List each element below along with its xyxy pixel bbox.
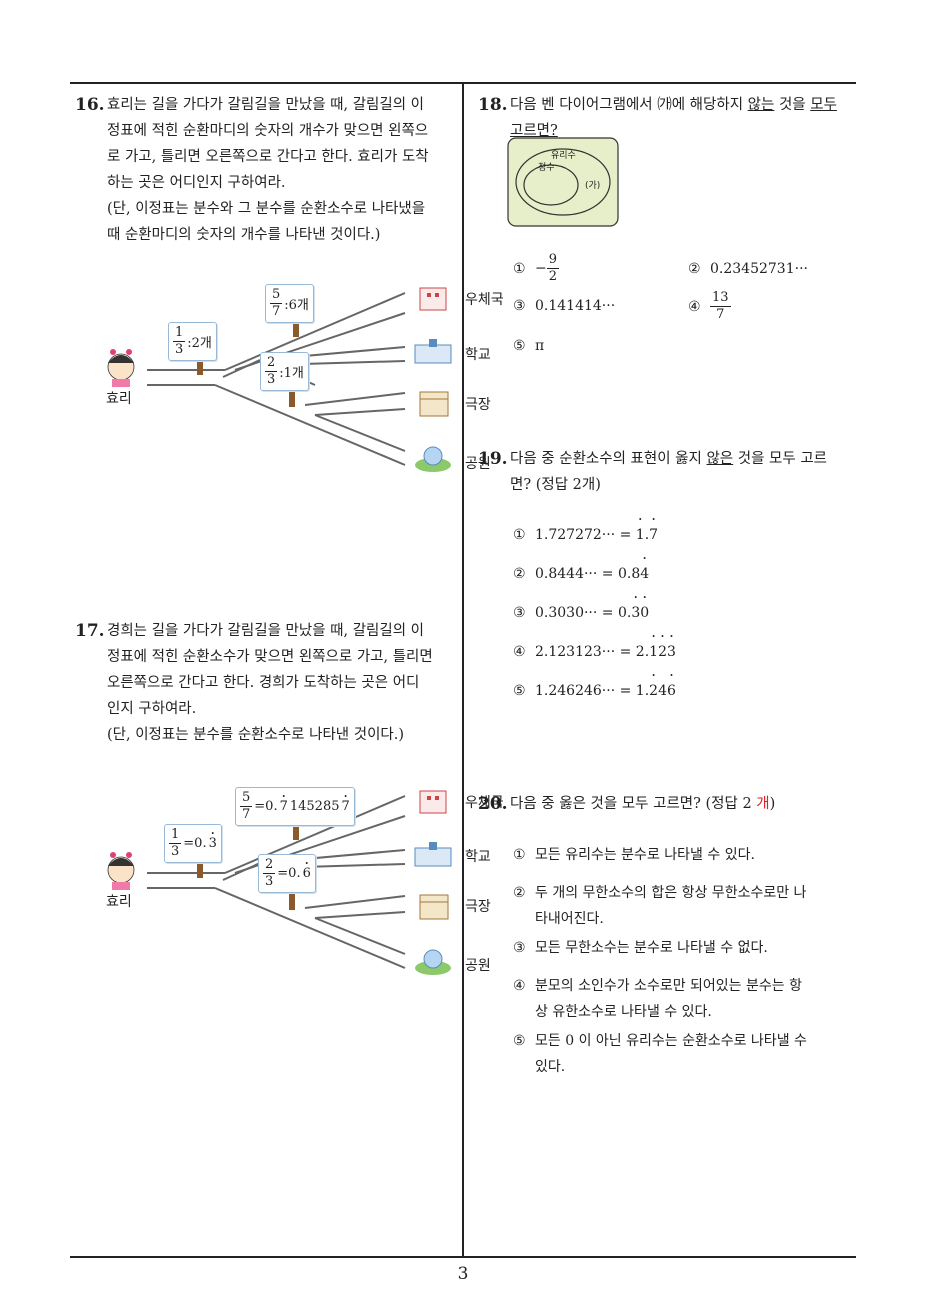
dest-post-office: 우체국 bbox=[465, 795, 504, 811]
question-number: 17. bbox=[75, 621, 105, 641]
theater-icon bbox=[419, 894, 449, 920]
question-18: 18. 다음 벤 다이어그램에서 ㈎에 해당하지 않는 것을 모두 고르면? bbox=[478, 92, 868, 144]
dest-school: 학교 bbox=[465, 347, 491, 363]
theater-icon bbox=[419, 391, 449, 417]
dest-theater: 극장 bbox=[465, 397, 491, 413]
venn-diagram: 유리수 정수 (가) bbox=[507, 137, 619, 227]
signpost-17-b: 57 =0.71452857 bbox=[235, 787, 355, 826]
venn-region-label: (가) bbox=[585, 180, 600, 191]
school-icon bbox=[414, 339, 452, 364]
road-diagram-17 bbox=[107, 790, 452, 975]
question-17: 17. 경희는 길을 가다가 갈림길을 만났을 때, 갈림길의 이 정표에 적힌… bbox=[75, 618, 460, 748]
question-number: 18. bbox=[478, 95, 508, 115]
park-icon bbox=[415, 446, 451, 472]
dest-theater: 극장 bbox=[465, 899, 491, 915]
dest-park: 공원 bbox=[465, 456, 491, 472]
dest-park: 공원 bbox=[465, 958, 491, 974]
girl-figure-icon bbox=[107, 852, 135, 890]
question-20: 20. 다음 중 옳은 것을 모두 고르면? (정답 2 개) bbox=[478, 791, 868, 817]
question-number: 19. bbox=[478, 449, 508, 469]
question-number: 20. bbox=[478, 794, 508, 814]
post-office-icon bbox=[419, 287, 447, 311]
q19-option-4[interactable]: ④2.123123··· = 2.123 bbox=[513, 639, 676, 665]
venn-inner-label: 정수 bbox=[538, 162, 555, 173]
q19-option-2[interactable]: ②0.8444··· = 0.84 bbox=[513, 561, 649, 587]
venn-outer-label: 유리수 bbox=[551, 150, 576, 161]
question-text: 다음 중 순환소수의 표현이 옳지 않은 것을 모두 고르 면? (정답 2개) bbox=[510, 451, 828, 493]
question-text: 다음 벤 다이어그램에서 ㈎에 해당하지 않는 것을 모두 고르면? bbox=[510, 97, 837, 139]
top-rule bbox=[70, 82, 856, 84]
signpost-17-c: 23 =0.6 bbox=[258, 854, 316, 893]
bottom-rule bbox=[70, 1256, 856, 1258]
question-number: 16. bbox=[75, 95, 105, 115]
girl-figure-icon bbox=[107, 349, 135, 387]
dest-post-office: 우체국 bbox=[465, 292, 504, 308]
column-divider bbox=[462, 83, 464, 1257]
dest-school: 학교 bbox=[465, 849, 491, 865]
question-16: 16. 효리는 길을 가다가 갈림길을 만났을 때, 갈림길의 이 정표에 적힌… bbox=[75, 92, 460, 248]
person-label: 효리 bbox=[106, 894, 132, 910]
park-icon bbox=[415, 949, 451, 975]
q19-option-1[interactable]: ①1.727272··· = 1.7 bbox=[513, 522, 658, 548]
person-label: 효리 bbox=[106, 391, 132, 407]
q19-option-5[interactable]: ⑤1.246246··· = 1.246 bbox=[513, 678, 676, 704]
question-text: 다음 중 옳은 것을 모두 고르면? (정답 2 개) bbox=[510, 796, 776, 812]
page-number: 3 bbox=[457, 1264, 469, 1284]
question-19: 19. 다음 중 순환소수의 표현이 옳지 않은 것을 모두 고르 면? (정답… bbox=[478, 446, 868, 498]
post-office-icon bbox=[419, 790, 447, 814]
q19-option-3[interactable]: ③0.3030··· = 0.30 bbox=[513, 600, 649, 626]
signpost-17-a: 13 =0.3 bbox=[164, 824, 222, 863]
question-text: 효리는 길을 가다가 갈림길을 만났을 때, 갈림길의 이 정표에 적힌 순환마… bbox=[107, 97, 429, 243]
question-text: 경희는 길을 가다가 갈림길을 만났을 때, 갈림길의 이 정표에 적힌 순환소… bbox=[107, 623, 433, 743]
road-diagram-16 bbox=[107, 287, 452, 472]
school-icon bbox=[414, 842, 452, 867]
